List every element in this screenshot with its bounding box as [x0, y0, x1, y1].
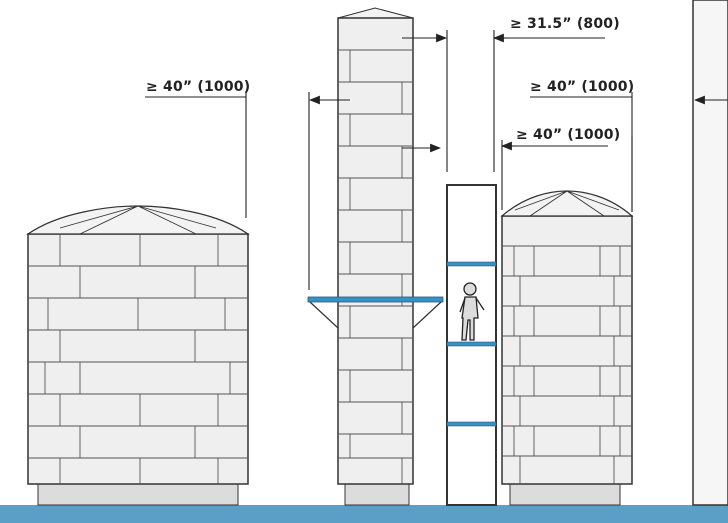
- ground: [0, 505, 728, 523]
- tower-platform-1: [446, 261, 497, 267]
- right-silo: [500, 190, 634, 506]
- right-silo-to-wall-label: ≥ 40” (1000): [530, 79, 635, 95]
- silo-ring-platform: [307, 296, 444, 303]
- tall-silo-to-tower-label: ≥ 31.5” (800): [510, 16, 620, 32]
- person-figure-icon: [459, 282, 485, 341]
- dimension-lines: [145, 30, 728, 290]
- left-silo-clearance-label: ≥ 40” (1000): [146, 79, 251, 95]
- tower-platform-2: [446, 341, 497, 347]
- tall-silo: [307, 7, 444, 506]
- left-silo: [26, 205, 250, 506]
- tower-platform-3: [446, 421, 497, 427]
- right-silo-to-tower-label: ≥ 40” (1000): [516, 127, 621, 143]
- building-wall: [692, 0, 728, 506]
- stair-tower: [446, 184, 497, 506]
